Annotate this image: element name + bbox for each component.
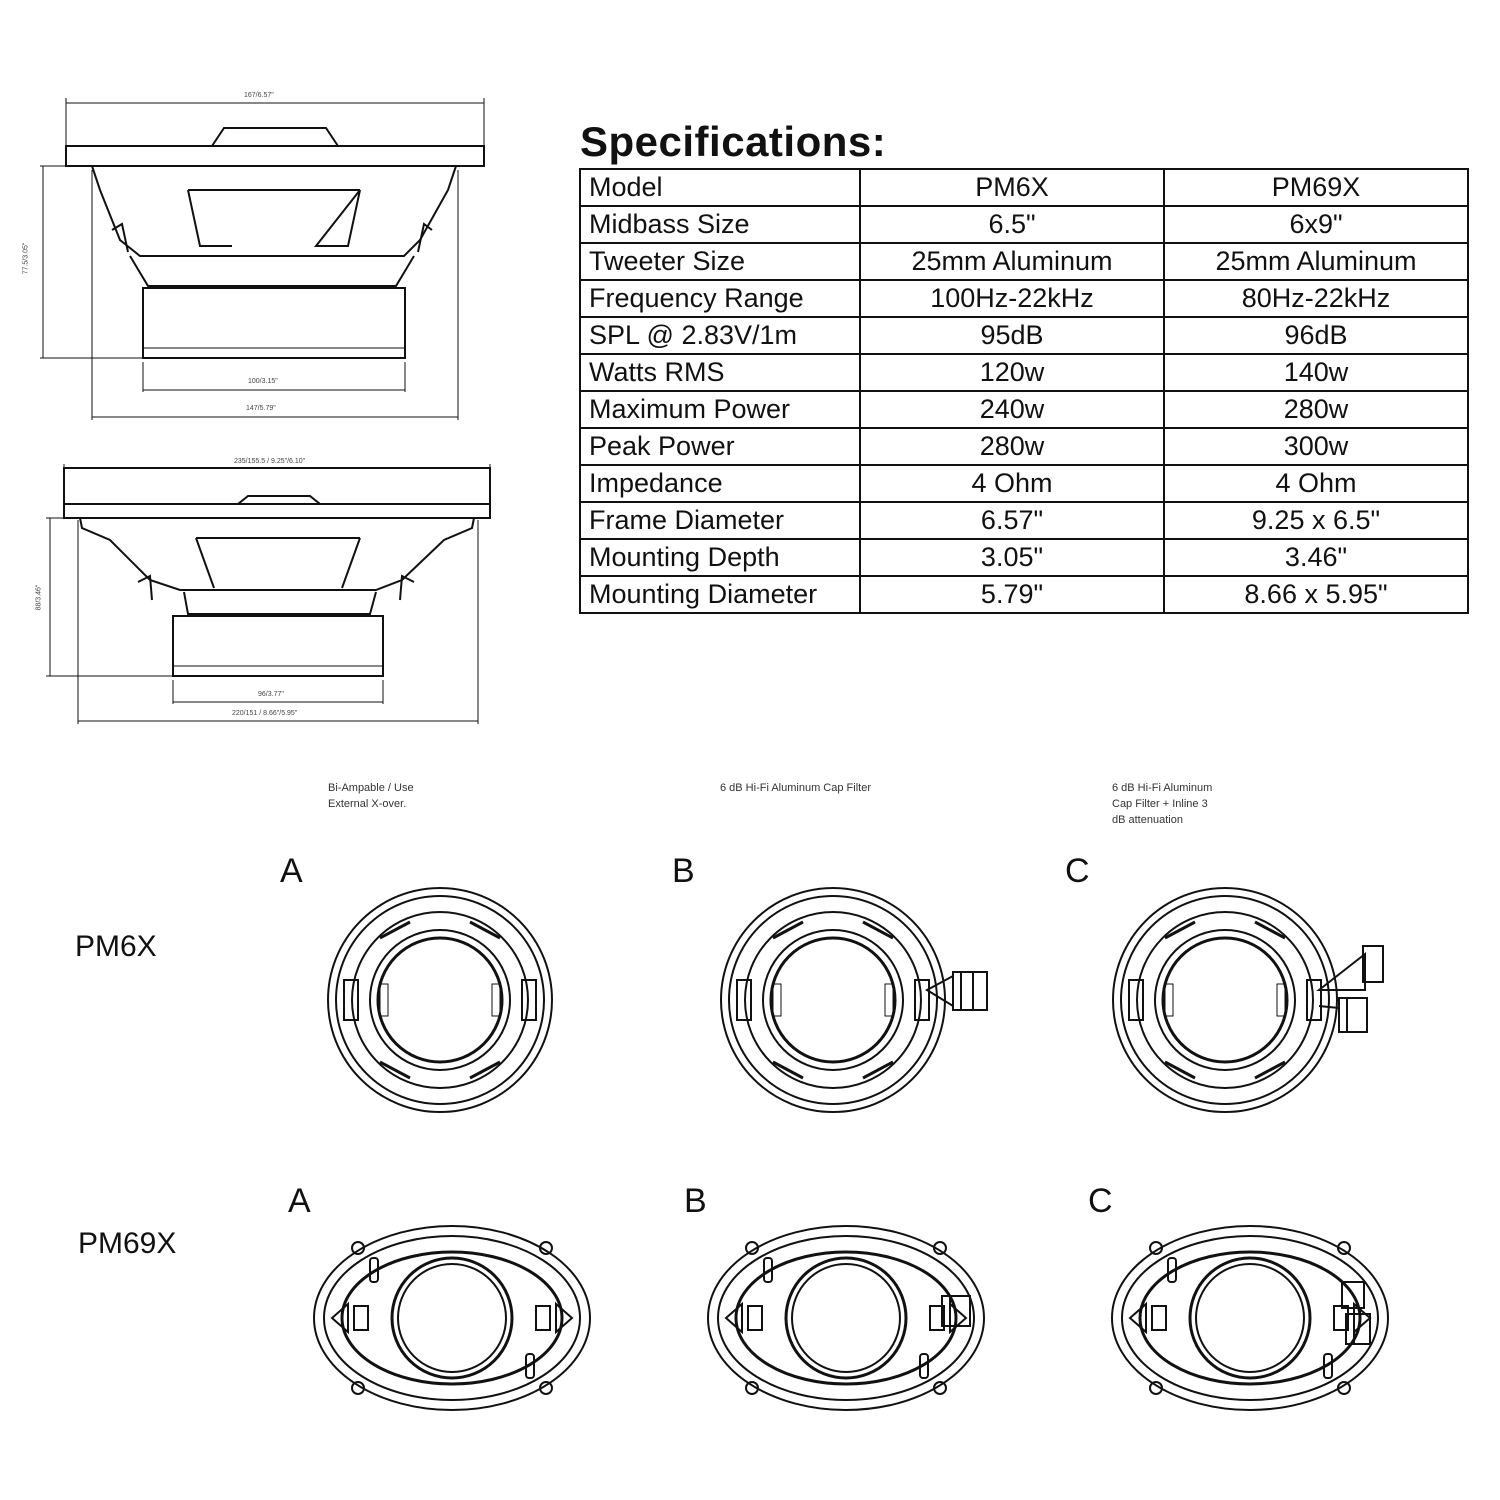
- spec-cell-param: Midbass Size: [579, 205, 861, 244]
- pm6x-letter-b: B: [672, 852, 695, 890]
- spec-cell-param: Mounting Depth: [579, 538, 861, 577]
- config-b-description: 6 dB Hi-Fi Aluminum Cap Filter: [720, 782, 871, 794]
- spec-cell-pm6x: 25mm Aluminum: [859, 242, 1165, 281]
- pm6x-height-dim: 77.5/3.05": [22, 242, 30, 275]
- pm6x-front-view-b: [720, 887, 988, 1113]
- pm69x-letter-a: A: [288, 1182, 311, 1220]
- spec-cell-param: Frequency Range: [579, 279, 861, 318]
- spec-cell-pm69x: 8.66 x 5.95": [1163, 575, 1469, 614]
- spec-cell-param: Mounting Diameter: [579, 575, 861, 614]
- config-c-description: 6 dB Hi-Fi Aluminum Cap Filter + Inline …: [1112, 782, 1213, 826]
- pm69x-letter-b: B: [684, 1182, 707, 1220]
- pm6x-mount-width-dim: 147/5.79": [246, 405, 276, 412]
- pm6x-magnet-width-dim: 100/3.15": [248, 378, 278, 385]
- spec-cell-param: Watts RMS: [579, 353, 861, 392]
- specifications-title: Specifications:: [580, 118, 887, 165]
- spec-cell-pm69x: 140w: [1163, 353, 1469, 392]
- spec-cell-param: Tweeter Size: [579, 242, 861, 281]
- spec-cell-pm6x: PM6X: [859, 168, 1165, 207]
- spec-cell-pm69x: 9.25 x 6.5": [1163, 501, 1469, 540]
- spec-cell-pm6x: 3.05": [859, 538, 1165, 577]
- spec-cell-pm69x: PM69X: [1163, 168, 1469, 207]
- pm6x-letter-c: C: [1065, 852, 1090, 890]
- pm69x-front-view-a: [313, 1225, 591, 1411]
- pm69x-magnet-width-dim: 96/3.77": [258, 691, 284, 698]
- spec-cell-param: Peak Power: [579, 427, 861, 466]
- pm69x-letter-c: C: [1088, 1182, 1113, 1220]
- spec-cell-pm6x: 280w: [859, 427, 1165, 466]
- pm6x-top-width-dim: 167/6.57": [244, 92, 274, 99]
- spec-cell-param: SPL @ 2.83V/1m: [579, 316, 861, 355]
- spec-cell-pm6x: 100Hz-22kHz: [859, 279, 1165, 318]
- spec-cell-param: Maximum Power: [579, 390, 861, 429]
- spec-cell-pm69x: 3.46": [1163, 538, 1469, 577]
- pm69x-front-view-c: [1111, 1225, 1389, 1411]
- pm6x-side-profile: [40, 98, 485, 420]
- spec-cell-pm6x: 95dB: [859, 316, 1165, 355]
- spec-cell-pm6x: 240w: [859, 390, 1165, 429]
- pm69x-side-profile: [46, 464, 491, 724]
- spec-cell-pm6x: 120w: [859, 353, 1165, 392]
- spec-cell-param: Model: [579, 168, 861, 207]
- pm69x-height-dim: 88/3.46": [35, 584, 43, 611]
- pm69x-mount-width-dim: 220/151 / 8.66"/5.95": [232, 710, 298, 717]
- speaker-profile-drawings: [40, 98, 491, 724]
- spec-cell-pm69x: 300w: [1163, 427, 1469, 466]
- row-label-pm69x: PM69X: [78, 1227, 177, 1260]
- spec-cell-pm69x: 80Hz-22kHz: [1163, 279, 1469, 318]
- spec-cell-pm6x: 4 Ohm: [859, 464, 1165, 503]
- spec-cell-pm69x: 4 Ohm: [1163, 464, 1469, 503]
- spec-cell-pm69x: 6x9": [1163, 205, 1469, 244]
- pm69x-front-view-b: [707, 1225, 985, 1411]
- pm6x-letter-a: A: [280, 852, 303, 890]
- spec-cell-pm6x: 5.79": [859, 575, 1165, 614]
- spec-cell-param: Frame Diameter: [579, 501, 861, 540]
- spec-cell-param: Impedance: [579, 464, 861, 503]
- spec-cell-pm69x: 96dB: [1163, 316, 1469, 355]
- pm6x-front-view-a: [327, 887, 553, 1113]
- spec-cell-pm69x: 25mm Aluminum: [1163, 242, 1469, 281]
- pm6x-front-view-c: [1112, 887, 1384, 1113]
- row-label-pm6x: PM6X: [75, 930, 157, 963]
- spec-cell-pm69x: 280w: [1163, 390, 1469, 429]
- pm69x-top-width-dim: 235/155.5 / 9.25"/6.10": [234, 458, 306, 465]
- config-a-description: Bi-Ampable / Use External X-over.: [328, 782, 414, 810]
- spec-cell-pm6x: 6.57": [859, 501, 1165, 540]
- spec-cell-pm6x: 6.5": [859, 205, 1165, 244]
